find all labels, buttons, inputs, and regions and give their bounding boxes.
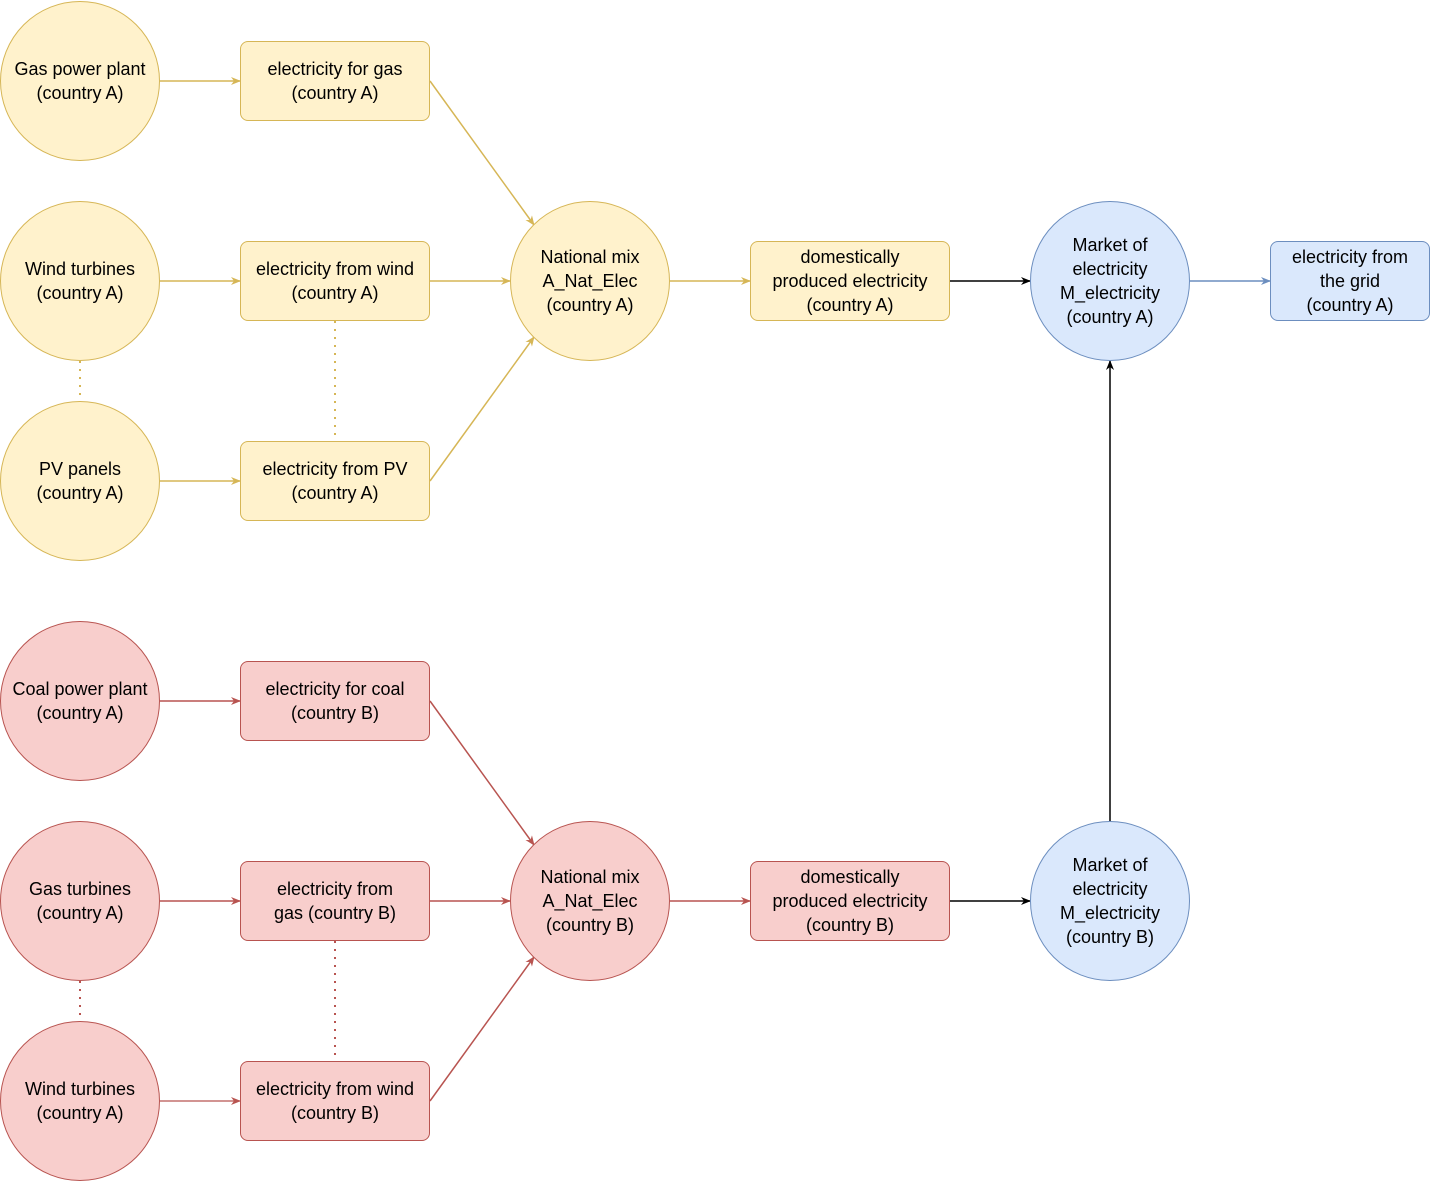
label-line: electricity for coal xyxy=(265,679,405,699)
label-line: electricity xyxy=(1072,259,1148,279)
label-line: (country A) xyxy=(1306,295,1394,315)
label-line: electricity for gas xyxy=(267,59,403,79)
label-line: Gas power plant xyxy=(14,59,146,79)
label-line: (country B) xyxy=(290,703,380,723)
node-electricity-from-grid-a: electricity from the grid (country A) xyxy=(1270,241,1430,321)
label-line: PV panels xyxy=(38,459,122,479)
edge-elec-gas-to-mix-a xyxy=(429,80,535,226)
node-coal-power-plant-b: Coal power plant (country A) xyxy=(0,621,160,781)
label-line: (country A) xyxy=(36,703,124,723)
node-wind-turbines-a: Wind turbines (country A) xyxy=(0,201,160,361)
edge-elec-pv-to-mix-a xyxy=(429,336,535,482)
node-electricity-for-gas-a: electricity for gas (country A) xyxy=(240,41,430,121)
label-line: Gas turbines xyxy=(28,879,132,899)
label-line: (country A) xyxy=(291,483,379,503)
label-line: Market of xyxy=(1072,235,1148,255)
label-line: A_Nat_Elec xyxy=(542,891,638,911)
node-electricity-from-wind-b: electricity from wind (country B) xyxy=(240,1061,430,1141)
label-line: (country A) xyxy=(546,295,634,315)
label-line: Coal power plant xyxy=(12,679,148,699)
label-line: produced electricity xyxy=(772,891,928,911)
label-line: (country A) xyxy=(36,1103,124,1123)
label-line: (country B) xyxy=(1065,927,1155,947)
node-national-mix-a: National mix A_Nat_Elec (country A) xyxy=(510,201,670,361)
label-line: produced electricity xyxy=(772,271,928,291)
label-line: M_electricity xyxy=(1059,903,1161,923)
label-line: (country A) xyxy=(291,83,379,103)
label-line: electricity from wind xyxy=(255,259,415,279)
node-electricity-from-gas-b: electricity from gas (country B) xyxy=(240,861,430,941)
label-line: domestically xyxy=(800,247,900,267)
node-gas-turbines-b: Gas turbines (country A) xyxy=(0,821,160,981)
label-line: (country A) xyxy=(36,83,124,103)
node-domestic-electricity-a: domestically produced electricity (count… xyxy=(750,241,950,321)
node-pv-panels-a: PV panels (country A) xyxy=(0,401,160,561)
edge-elec-wind-to-mix-b xyxy=(429,956,535,1102)
label-line: domestically xyxy=(800,867,900,887)
label-line: National mix xyxy=(540,247,640,267)
label-line: National mix xyxy=(540,867,640,887)
label-line: (country A) xyxy=(291,283,379,303)
label-line: (country A) xyxy=(36,903,124,923)
node-market-b: Market of electricity M_electricity (cou… xyxy=(1030,821,1190,981)
label-line: (country A) xyxy=(1066,307,1154,327)
label-line: (country A) xyxy=(36,483,124,503)
label-line: (country A) xyxy=(36,283,124,303)
node-wind-turbines-b: Wind turbines (country A) xyxy=(0,1021,160,1181)
label-line: electricity from wind xyxy=(255,1079,415,1099)
node-electricity-from-wind-a: electricity from wind (country A) xyxy=(240,241,430,321)
label-line: Wind turbines xyxy=(24,259,136,279)
node-national-mix-b: National mix A_Nat_Elec (country B) xyxy=(510,821,670,981)
label-line: (country B) xyxy=(805,915,895,935)
label-line: M_electricity xyxy=(1059,283,1161,303)
label-line: A_Nat_Elec xyxy=(542,271,638,291)
label-line: (country B) xyxy=(545,915,635,935)
label-line: (country B) xyxy=(290,1103,380,1123)
node-electricity-from-pv-a: electricity from PV (country A) xyxy=(240,441,430,521)
node-domestic-electricity-b: domestically produced electricity (count… xyxy=(750,861,950,941)
node-gas-power-plant-a: Gas power plant (country A) xyxy=(0,1,160,161)
label-line: electricity from PV xyxy=(262,459,408,479)
edge-elec-coal-to-mix-b xyxy=(429,700,535,846)
label-line: electricity from xyxy=(1291,247,1408,267)
label-line: (country A) xyxy=(806,295,894,315)
label-line: Market of xyxy=(1072,855,1148,875)
label-line: the grid xyxy=(1319,271,1381,291)
label-line: electricity from xyxy=(276,879,393,899)
label-line: gas (country B) xyxy=(273,903,397,923)
node-market-a: Market of electricity M_electricity (cou… xyxy=(1030,201,1190,361)
node-electricity-for-coal-b: electricity for coal (country B) xyxy=(240,661,430,741)
label-line: electricity xyxy=(1072,879,1148,899)
label-line: Wind turbines xyxy=(24,1079,136,1099)
